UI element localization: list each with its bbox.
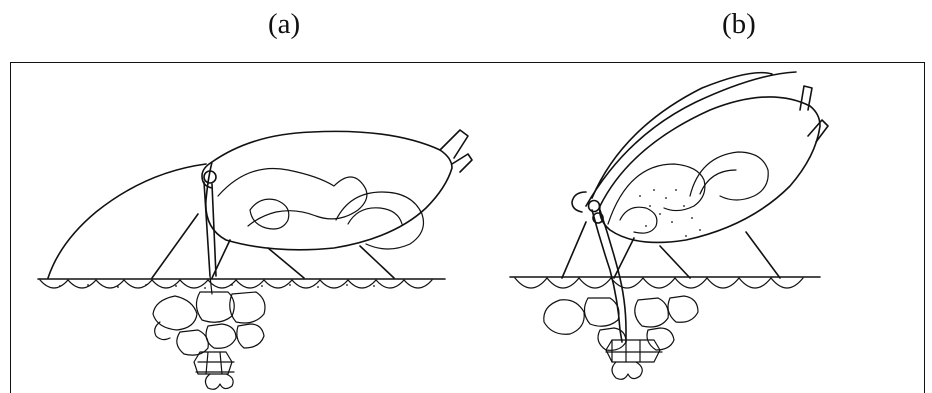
- panel-a-drawing: [38, 130, 472, 389]
- panel-b-epidermis-cells: [515, 278, 803, 288]
- panel-a-vascular-bundle: [194, 352, 234, 389]
- panel-a-mesophyll-cells: [153, 292, 265, 355]
- panel-a-epidermis-cells: [40, 280, 432, 289]
- panel-b-vascular-bundle: [606, 340, 662, 379]
- panel-b-drawing: [510, 72, 828, 379]
- panel-b-mesophyll-cells: [544, 296, 698, 350]
- panel-a-aphid-body: [48, 130, 472, 294]
